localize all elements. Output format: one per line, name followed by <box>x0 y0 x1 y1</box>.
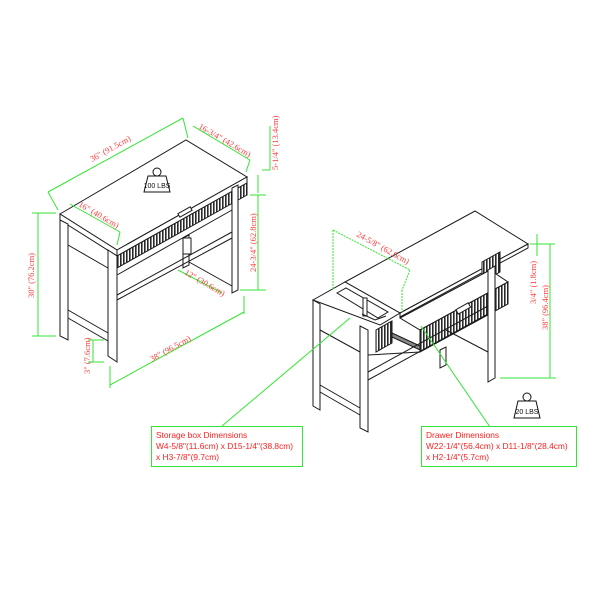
right-desk-drawing <box>311 210 529 433</box>
dim-clearance-height: 24-3/4" (62.8cm) <box>248 213 258 272</box>
callout-leaders <box>221 317 491 428</box>
weight-label-100: 100 LBS <box>144 183 171 190</box>
drawer-callout: Drawer Dimensions W22-1/4"(56.4cm) x D11… <box>421 426 577 467</box>
storage-box-title: Storage box Dimensions <box>156 430 248 440</box>
left-desk-drawing <box>59 139 248 363</box>
drawer-title: Drawer Dimensions <box>426 430 500 440</box>
weight-label-20: 20 LBS <box>516 409 539 416</box>
dim-shelf-depth: 12" (30.6cm) <box>183 267 227 298</box>
dim-total-height-open: 38" (96.4cm) <box>540 285 550 330</box>
left-dimension-lines <box>32 117 271 388</box>
drawer-size-line1: W22-1/4"(56.4cm) x D11-1/8"(28.4cm) <box>426 441 568 451</box>
dim-foot-height: 3" (7.6cm) <box>82 337 92 374</box>
dim-total-height: 30" (76.2cm) <box>26 253 36 298</box>
weight-20-lbs-icon: 20 LBS <box>513 392 541 419</box>
weight-100-lbs-icon: 100 LBS <box>143 167 171 193</box>
dim-top-width: 36" (91.5cm) <box>88 133 132 164</box>
storage-box-size-line1: W4-5/8"(11.6cm) x D15-1/4"(38.8cm) <box>156 441 294 451</box>
right-dimension-lines <box>332 229 556 379</box>
storage-box-size-line2: x H3-7/8"(9.7cm) <box>156 452 220 462</box>
dim-lid-thickness: 3/4" (1.8cm) <box>528 261 538 304</box>
dim-apron-height: 5-1/4" (13.4cm) <box>270 115 280 170</box>
storage-box-callout: Storage box Dimensions W4-5/8"(11.6cm) x… <box>151 426 303 467</box>
drawer-size-line2: x H2-1/4"(5.7cm) <box>426 452 490 462</box>
dim-base-width: 38" (96.5cm) <box>148 333 192 364</box>
